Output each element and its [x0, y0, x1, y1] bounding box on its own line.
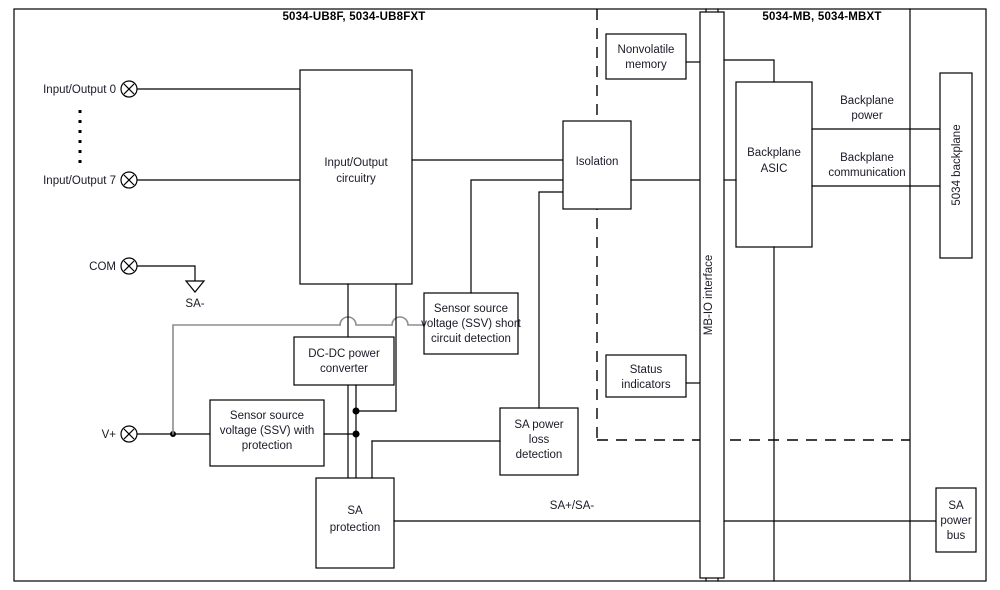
terminal-io0: [120, 80, 138, 98]
block-dcdc-label-line1: DC-DC power: [308, 348, 380, 360]
block-backplane-asic-label-line1: Backplane: [747, 147, 801, 159]
block-ssv-protection-label-line2: voltage (SSV) with: [220, 425, 315, 437]
block-sa-power-bus-label-line3: bus: [947, 530, 966, 542]
block-mb-io-interface-label: MB-IO interface: [703, 255, 715, 336]
screw-terminal-cross-icon: [123, 260, 135, 272]
wire-label-sa-pair: SA+/SA-: [550, 500, 595, 512]
terminal-io7-label: Input/Output 7: [43, 175, 116, 187]
block-status-indicators-label-line2: indicators: [621, 379, 670, 391]
wire-gray-vplus-to-ssv-short: [172, 324, 341, 435]
block-isolation[interactable]: [562, 120, 632, 210]
title-left-module: 5034-UB8F, 5034-UB8FXT: [282, 11, 425, 23]
block-nonvolatile-memory-label-line2: memory: [625, 59, 667, 71]
block-sa-power-bus-label-line2: power: [940, 515, 971, 527]
block-nonvolatile-memory-label-line1: Nonvolatile: [618, 44, 675, 56]
wire-gray-hop-2: [391, 316, 425, 326]
block-mb-io-interface[interactable]: [699, 11, 725, 579]
block-io-circuitry-label-line2: circuitry: [336, 173, 376, 185]
block-ssv-protection-label-line3: protection: [242, 440, 293, 452]
block-ssv-short-label-line1: Sensor source: [434, 303, 508, 315]
screw-terminal-cross-icon: [123, 83, 135, 95]
block-status-indicators[interactable]: [605, 354, 687, 398]
ground-triangle-icon: [184, 280, 206, 293]
screw-terminal-cross-icon: [123, 428, 135, 440]
block-ssv-protection-label-line1: Sensor source: [230, 410, 304, 422]
block-5034-backplane-label: 5034 backplane: [951, 124, 963, 205]
block-io-circuitry[interactable]: [299, 69, 413, 285]
wire-com-to-ground: [137, 265, 196, 282]
terminal-vplus-label: V+: [102, 429, 117, 441]
terminal-io7: [120, 171, 138, 189]
block-5034-backplane[interactable]: [939, 72, 973, 259]
wire-label-backplane-power-line2: power: [851, 110, 882, 122]
terminal-io0-label: Input/Output 0: [43, 84, 116, 96]
block-ssv-short-label-line2: voltage (SSV) short: [421, 318, 522, 330]
wire-label-backplane-power-line1: Backplane: [840, 95, 894, 107]
screw-terminal-cross-icon: [123, 174, 135, 186]
block-sa-protection[interactable]: [315, 477, 395, 569]
wire-label-backplane-comm-line2: communication: [828, 167, 905, 179]
block-backplane-asic[interactable]: [735, 81, 813, 248]
terminal-vplus: [120, 425, 138, 443]
wire-ssv-short-to-isolation: [470, 179, 564, 294]
block-sa-power-loss-label-line1: SA power: [514, 419, 563, 431]
wire-sa-power-loss-to-isolation: [538, 191, 564, 409]
block-sa-protection-label-line2: protection: [330, 522, 381, 534]
title-right-module: 5034-MB, 5034-MBXT: [762, 11, 881, 23]
block-sa-power-loss-label-line3: detection: [516, 449, 563, 461]
block-io-circuitry-label-line1: Input/Output: [324, 157, 388, 169]
block-dcdc-label-line2: converter: [320, 363, 368, 375]
block-dcdc-power-converter[interactable]: [293, 336, 395, 386]
wire-mbio-to-asic-top: [723, 59, 775, 83]
block-nonvolatile-memory[interactable]: [605, 33, 687, 80]
block-sa-power-bus-label-line1: SA: [948, 500, 964, 512]
block-backplane-asic-label-line2: ASIC: [761, 163, 788, 175]
block-ssv-with-protection[interactable]: [209, 399, 325, 467]
terminal-com-label: COM: [89, 261, 116, 273]
block-ssv-short-label-line3: circuit detection: [431, 333, 511, 345]
wire-label-backplane-comm-line1: Backplane: [840, 152, 894, 164]
terminal-com: [120, 257, 138, 275]
block-isolation-label: Isolation: [576, 156, 619, 168]
ground-label-sa-minus: SA-: [185, 298, 204, 310]
block-sa-power-bus[interactable]: [935, 487, 977, 553]
wire-gray-hop-1: [339, 316, 393, 326]
block-sa-protection-label-line1: SA: [347, 505, 363, 517]
block-sa-power-loss-label-line2: loss: [529, 434, 550, 446]
block-status-indicators-label-line1: Status: [630, 364, 663, 376]
